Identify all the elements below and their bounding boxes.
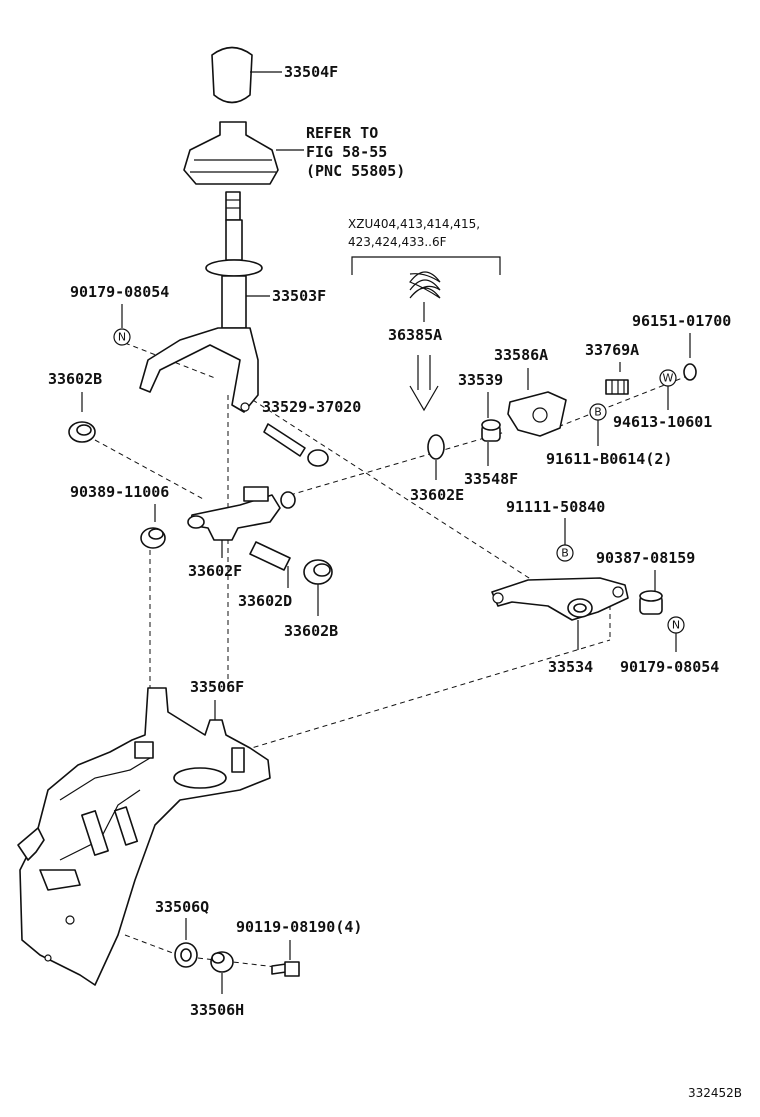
label-refer-line2: FIG 58-55 (306, 143, 387, 161)
bushing-90387-part (639, 590, 663, 615)
bushing-h-part (210, 951, 234, 973)
shift-lever-part (139, 191, 263, 413)
n-marker-letter: N (118, 331, 126, 344)
washer-top-part (683, 363, 697, 381)
label-bracket: 33506F (190, 678, 244, 696)
lever-arm-part (491, 577, 629, 621)
bolt-bottom-part (271, 961, 300, 977)
n-marker-icon (113, 328, 131, 346)
bushing-left-part (68, 421, 96, 443)
label-refer-line3: (PNC 55805) (306, 162, 405, 180)
label-lever: 33503F (272, 287, 326, 305)
shift-boot-part (183, 121, 279, 185)
label-bolt-b-mid: 91111-50840 (506, 498, 605, 516)
label-nut-left: 90179-08054 (70, 283, 169, 301)
collar-part (481, 419, 501, 442)
w-marker-letter: W (663, 372, 674, 385)
grommet-e-part (427, 434, 445, 460)
pin-d-part (249, 541, 291, 571)
label-washer-w: 94613-10601 (613, 413, 712, 431)
label-collar: 33539 (458, 371, 503, 389)
b-marker-mid-letter: B (561, 547, 569, 560)
label-bushing-90387: 90387-08159 (596, 549, 695, 567)
shift-knob-part (211, 46, 253, 104)
label-bolt-b-top: 91611-B0614(2) (546, 450, 672, 468)
bushing-mid-part (140, 527, 166, 549)
bracket-part (17, 687, 271, 986)
label-nut-right: 90179-08054 (620, 658, 719, 676)
label-collar-548: 33548F (464, 470, 518, 488)
label-shaft-pin: 33529-37020 (262, 398, 361, 416)
b-marker-mid-icon (556, 544, 574, 562)
label-bushing-left: 33602B (48, 370, 102, 388)
label-bushing-q: 33506Q (155, 898, 209, 916)
label-bushing-f: 33602F (188, 562, 242, 580)
b-marker-top-letter: B (594, 406, 602, 419)
cam-part (507, 391, 567, 437)
label-pin-d: 33602D (238, 592, 292, 610)
label-bushing-b-lower: 33602B (284, 622, 338, 640)
selector-block-part (187, 486, 296, 541)
label-spring-small: 33769A (585, 341, 639, 359)
label-lever-arm: 33534 (548, 658, 593, 676)
label-bushing-mid: 90389-11006 (70, 483, 169, 501)
label-washer-top: 96151-01700 (632, 312, 731, 330)
figure-id: 332452B (688, 1086, 742, 1100)
label-grommet-e: 33602E (410, 486, 464, 504)
assembly-dashed-lines (94, 342, 691, 969)
shaft-pin-part (263, 423, 329, 467)
label-model-note-line2: 423,424,433..6F (348, 235, 447, 249)
label-spring: 36385A (388, 326, 442, 344)
spring-part (409, 271, 441, 299)
label-cam: 33586A (494, 346, 548, 364)
label-model-note-line1: XZU404,413,414,415, (348, 217, 480, 231)
n-marker-right-letter: N (672, 619, 680, 632)
spring-small-part (605, 379, 629, 395)
label-bushing-h: 33506H (190, 1001, 244, 1019)
label-knob: 33504F (284, 63, 338, 81)
label-bolt-bottom: 90119-08190(4) (236, 918, 362, 936)
bushing-q-part (174, 942, 198, 968)
label-refer-line1: REFER TO (306, 124, 378, 142)
bushing-lower-part (303, 559, 333, 585)
